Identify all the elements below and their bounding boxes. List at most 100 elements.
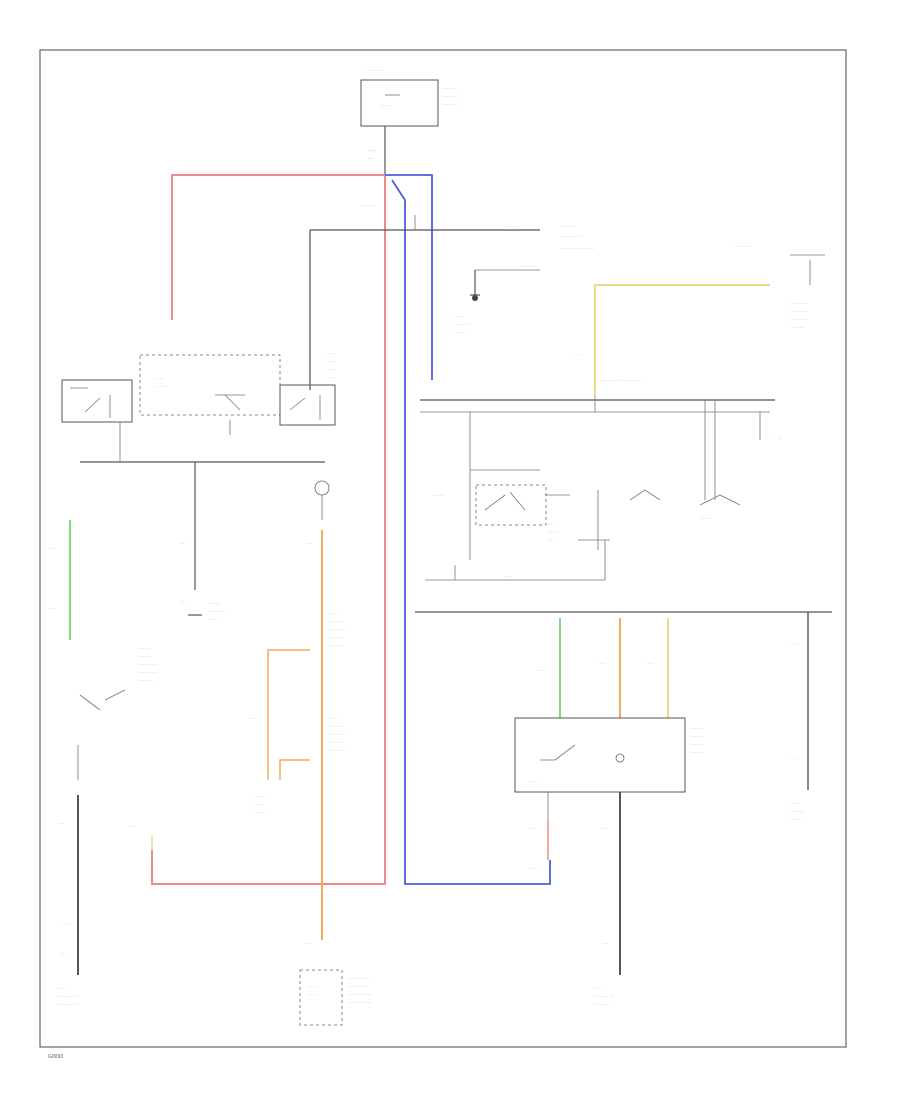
svg-text:· · · · · ·: · · · · · · — [138, 654, 152, 659]
svg-text:· · · · · · ·: · · · · · · · — [330, 748, 346, 753]
svg-text:· · ·: · · · — [48, 606, 54, 611]
svg-text:· · · · · · · · · ·: · · · · · · · · · · — [348, 992, 371, 997]
svg-text:· · · · · ·: · · · · · · — [330, 619, 344, 624]
svg-text:· · · · · · · ·: · · · · · · · · — [58, 994, 76, 999]
svg-text:· · ·: · · · — [574, 352, 580, 357]
svg-text:· · · · · ·: · · · · · · — [330, 643, 344, 648]
svg-text:· · ·: · · · — [602, 941, 608, 946]
svg-text:· · · · · · ·: · · · · · · · — [138, 678, 154, 683]
svg-text:· · · · · · · ·: · · · · · · · · — [58, 1002, 76, 1007]
intermittent-relay-box: · · · · · · · · · · · · · · · · · · · · … — [514, 717, 704, 793]
svg-text:· · ·: · · · — [602, 826, 608, 831]
svg-text:·····: ····· — [368, 148, 375, 153]
svg-text:· · · · · · · ·: · · · · · · · · — [138, 670, 156, 675]
control-switch-block: · · · · · · · · · · · · · · · · · · · · — [432, 469, 741, 550]
svg-text:· · · ·: · · · · — [155, 376, 164, 381]
red-wire — [151, 174, 386, 885]
svg-text:· · · · · · ·: · · · · · · · — [442, 102, 458, 107]
svg-text:· · · · ·: · · · · · — [138, 646, 149, 651]
svg-text:· · ·: · · · — [130, 824, 136, 829]
svg-text:· · · ·: · · · · — [330, 716, 339, 721]
svg-text:· · · · · · ·: · · · · · · · — [735, 244, 751, 249]
svg-text:· · ·: · · · — [775, 436, 781, 441]
svg-text:· · · ·: · · · · — [308, 992, 317, 997]
svg-text:· · · · · · · ·: · · · · · · · · — [348, 984, 366, 989]
diagram-code-label: G0093 — [48, 1054, 63, 1060]
svg-text:· · · · ·: · · · · · — [455, 330, 466, 335]
svg-text:· · · ·: · · · · — [548, 529, 557, 534]
svg-text:· · · ·: · · · · — [325, 351, 334, 356]
svg-text:· · · · · · ·: · · · · · · · — [520, 264, 536, 269]
yellow-wire — [594, 284, 770, 395]
svg-text:· · ·: · · · — [790, 641, 796, 646]
svg-text:· · · · · ·: · · · · · · — [690, 742, 704, 747]
svg-text:· · · · · · · · · ·: · · · · · · · · · · — [348, 1000, 371, 1005]
left-relay-box — [61, 379, 133, 423]
svg-text:· · · · ·: · · · · · — [325, 359, 336, 364]
svg-text:· · ·: · · · — [598, 661, 604, 666]
svg-text:· · · ·: · · · · — [325, 375, 334, 380]
svg-text:· · ·: · · · — [48, 546, 54, 551]
blue-wire — [385, 174, 551, 885]
svg-text:· · · · · · · · · · · · · ·: · · · · · · · · · · · · · · — [560, 246, 593, 251]
svg-text:· · ·: · · · — [306, 541, 312, 546]
svg-text:· · · · · ·: · · · · · · — [790, 325, 804, 330]
ground-symbol-top: · · · · · · · · · · · · · · · · · · · · … — [455, 264, 540, 335]
svg-text:· · · · · ·: · · · · · · — [330, 635, 344, 640]
svg-text:· · · · ·: · · · · · — [208, 601, 219, 606]
svg-text:· · · · ·: · · · · · — [505, 224, 516, 229]
svg-text:· · ·: · · · — [58, 821, 64, 826]
svg-text:· · · ·: · · · · — [255, 802, 264, 807]
svg-text:· · · · · · · ·: · · · · · · · · — [790, 301, 808, 306]
svg-text:· · · ·: · · · · — [536, 668, 545, 673]
svg-text:· · ·: · · · — [248, 716, 254, 721]
svg-text:····: ···· — [368, 156, 373, 161]
svg-text:· · ·: · · · — [548, 521, 554, 526]
svg-text:· · · · · · · · · · · · · · ·: · · · · · · · · · · · · · · · · · · — [600, 378, 643, 383]
svg-text:· · · · ·: · · · · · — [155, 384, 166, 389]
svg-text:· · ·: · · · — [180, 599, 186, 604]
svg-text:· · ·: · · · — [305, 941, 311, 946]
svg-text:· · · · · ·: · · · · · · — [330, 740, 344, 745]
svg-text:· · · ·: · · · · — [208, 617, 217, 622]
svg-text:· · · ·: · · · · — [530, 866, 539, 871]
svg-text:· · · · ·: · · · · · — [790, 817, 801, 822]
svg-text:· · · · · ·: · · · · · · — [455, 322, 469, 327]
svg-text:· · · · · · · ·: · · · · · · · · — [138, 662, 156, 667]
svg-text:· · · · · ·: · · · · · · — [690, 750, 704, 755]
svg-text:· · · · · · ·: · · · · · · · — [330, 732, 346, 737]
svg-text:· · ·: · · · — [60, 951, 66, 956]
svg-text:· · · · · ·: · · · · · · — [690, 726, 704, 731]
svg-text:· · ·: · · · — [790, 756, 796, 761]
svg-text:· · · ·: · · · · — [455, 314, 464, 319]
right-relay-box — [279, 384, 336, 426]
svg-text:· · · · ·: · · · · · — [255, 810, 266, 815]
svg-text:· · · ·: · · · · — [58, 986, 67, 991]
svg-text:· · · · · · · · ·: · · · · · · · · · — [560, 234, 581, 239]
svg-text:· · · · · · · ·: · · · · · · · · — [208, 609, 226, 614]
svg-text:· · ·: · · · — [180, 541, 186, 546]
svg-text:· · · · · ·: · · · · · · — [690, 734, 704, 739]
svg-text:· · · ·: · · · · — [308, 984, 317, 989]
svg-text:· · · · · · ·: · · · · · · · — [442, 86, 458, 91]
left-switch — [77, 689, 126, 780]
svg-text:· · ·: · · · — [530, 826, 536, 831]
svg-text:· · · ·: · · · · — [528, 779, 537, 784]
svg-text:· · · · · ·: · · · · · · — [560, 224, 574, 229]
svg-text:· · · ·: · · · · — [790, 801, 799, 806]
svg-text:· · · · · ·: · · · · · · — [790, 809, 804, 814]
ground-g1: · · · · · · · · · · · · · · · · · — [188, 601, 226, 622]
svg-text:· · · · · · · ·: · · · · · · · · — [790, 309, 808, 314]
svg-text:· · · · ·: · · · · · — [700, 516, 711, 521]
svg-text:· · · · · · · ·: · · · · · · · · — [595, 994, 613, 999]
svg-text:· · · · · · · · ·: · · · · · · · · · — [348, 976, 369, 981]
fuse-block-top: · · · · · · · · · · · · · · · · · · · · … — [360, 68, 458, 127]
svg-text:· · · · · · ·: · · · · · · · — [330, 627, 346, 632]
svg-text:· · ·: · · · — [62, 921, 68, 926]
svg-text:· · · · ·: · · · · · — [325, 367, 336, 372]
wiper-motor-connector: · · · · · · · · · · · · · · · · · · · · … — [299, 969, 371, 1026]
svg-text:· · · · ·: · · · · · — [380, 103, 391, 108]
svg-text:· · · · · ·: · · · · · · — [595, 1002, 609, 1007]
right-upper-component: · · · · · · · · · · · · · · · · · · · · … — [790, 254, 825, 330]
